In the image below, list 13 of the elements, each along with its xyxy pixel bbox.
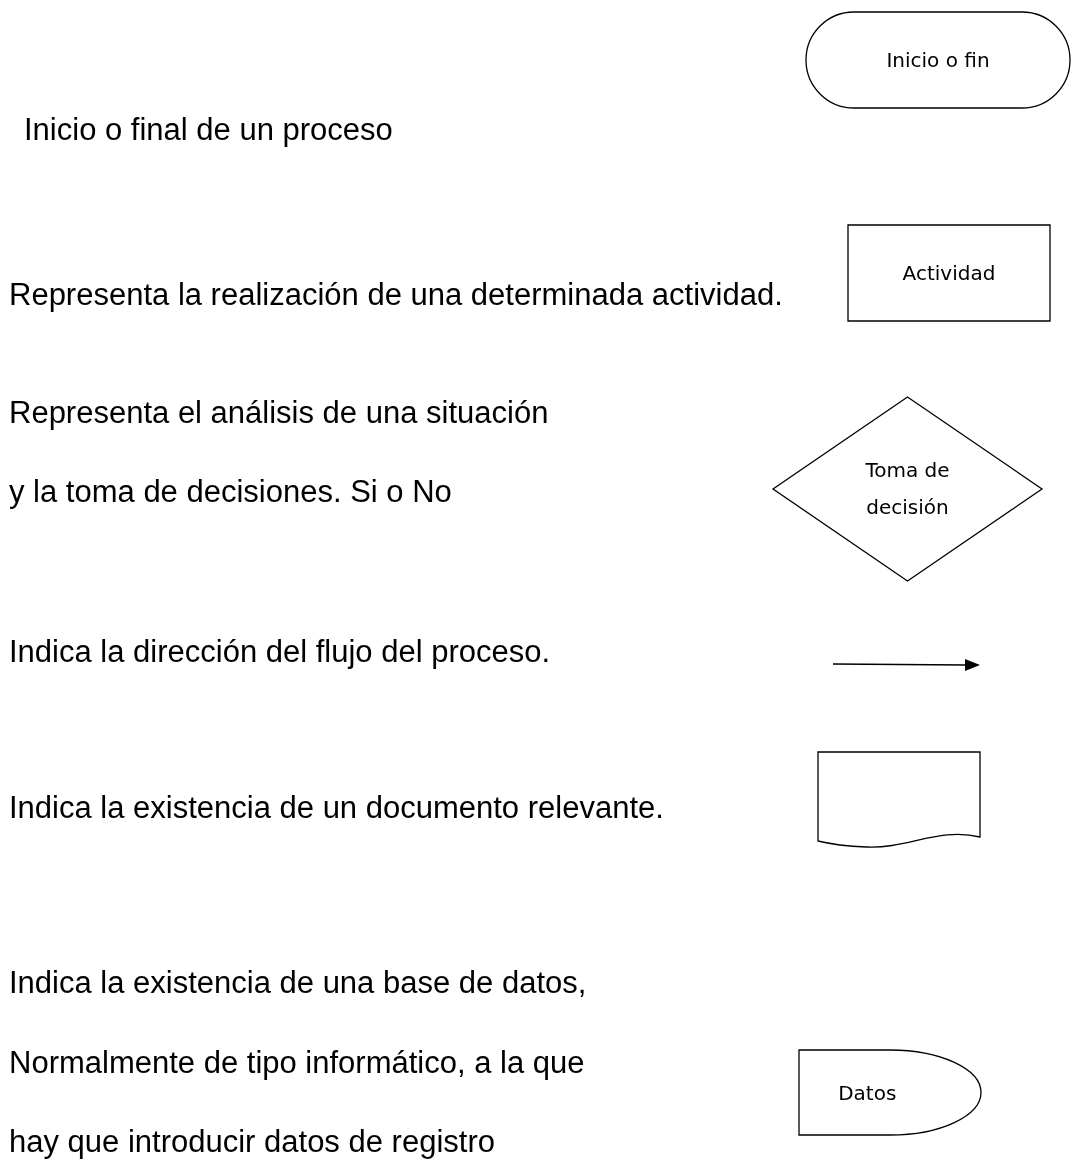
shape-label: Toma de decisión — [864, 457, 951, 521]
description-text: hay que introducir datos de registro — [9, 1123, 495, 1161]
description-text: Representa el análisis de una situación — [9, 394, 549, 432]
shape-label: Datos — [837, 1079, 898, 1106]
description-text: Indica la existencia de una base de datos, — [9, 964, 587, 1002]
description-text: Indica la existencia de un documento relevante. — [9, 789, 664, 827]
description-text: Representa la realización de una determinada actividad. — [9, 276, 783, 314]
description-text: Normalmente de tipo informático, a la que — [9, 1044, 585, 1082]
description-text: y la toma de decisiones. Si o No — [9, 473, 452, 511]
shape-label: Inicio o fin — [885, 46, 991, 74]
shape-label: Actividad — [901, 259, 997, 287]
description-text: Indica la dirección del flujo del proceso. — [9, 633, 551, 671]
description-text: Inicio o final de un proceso — [24, 111, 393, 149]
